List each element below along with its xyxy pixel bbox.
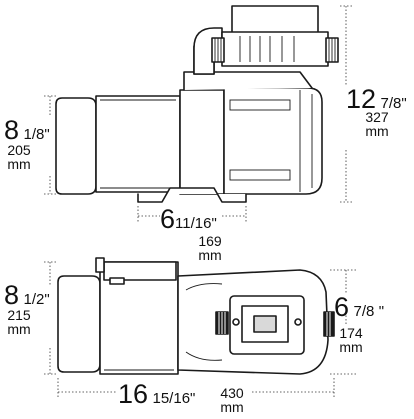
top-motor-end <box>57 275 101 373</box>
base-width-mm-unit: mm <box>198 247 222 263</box>
side-view-pump <box>55 5 339 203</box>
base-width-metric: 169 mm <box>190 234 230 262</box>
overall-height-inch-mark: " <box>401 95 407 112</box>
controller-body <box>221 31 329 67</box>
left-width-fraction: 1/2 <box>23 291 45 308</box>
controller-box <box>231 5 319 37</box>
pump-housing <box>223 87 323 195</box>
motor-height-inch-mark: " <box>44 126 50 143</box>
motor-height-whole: 8 <box>4 115 20 145</box>
left-width-mm-value: 215 <box>7 307 31 323</box>
base-width-fraction: 11/16 <box>175 215 212 232</box>
motor-height-fraction: 1/8 <box>23 126 45 143</box>
overall-length-inch-mark: " <box>190 390 196 407</box>
right-width-mm-unit: mm <box>339 339 363 355</box>
overall-height-metric: 327 mm <box>360 110 394 138</box>
right-width-inch-mark: " <box>378 303 385 320</box>
left-width-mm-unit: mm <box>7 321 31 337</box>
top-view-dimension-lines <box>44 261 358 398</box>
overall-length-mm-unit: mm <box>220 399 244 415</box>
motor-end-cap <box>55 97 97 195</box>
overall-length-metric: 430 mm <box>212 386 252 414</box>
overall-height-mm-unit: mm <box>365 123 389 139</box>
left-width-imperial: 8 1/2" <box>4 282 50 309</box>
side-view-dimension-lines <box>44 5 352 222</box>
motor-height-imperial: 8 1/8" <box>4 117 50 144</box>
motor-height-mm-value: 205 <box>7 142 31 158</box>
left-width-whole: 8 <box>4 280 20 310</box>
housing-top <box>183 71 313 91</box>
base-width-inch-mark: " <box>211 215 217 232</box>
motor-bracket <box>179 89 225 195</box>
overall-height-whole: 12 <box>346 84 377 114</box>
capacitor <box>95 257 105 273</box>
left-width-inch-mark: " <box>44 291 50 308</box>
base-width-mm-value: 169 <box>198 233 222 249</box>
overall-length-fraction: 15/16 <box>152 390 191 407</box>
right-width-fraction: 7/8 <box>353 303 375 320</box>
base-width-imperial: 611/16" <box>160 206 217 233</box>
left-width-metric: 215 mm <box>2 308 36 336</box>
motor-height-metric: 205 mm <box>2 143 36 171</box>
overall-height-fraction: 7/8 <box>380 95 402 112</box>
right-width-mm-value: 174 <box>339 325 363 341</box>
motor-height-mm-unit: mm <box>7 156 31 172</box>
top-fitting-right <box>323 311 335 337</box>
pump-base <box>137 187 247 203</box>
right-width-whole: 6 <box>334 292 350 322</box>
overall-length-whole: 16 <box>118 379 149 409</box>
motor-body <box>95 95 181 193</box>
overall-height-mm-value: 327 <box>365 109 389 125</box>
right-width-metric: 174 mm <box>334 326 368 354</box>
overall-length-mm-value: 430 <box>220 385 244 401</box>
base-width-whole: 6 <box>160 204 176 234</box>
overall-height-imperial: 12 7/8" <box>346 86 407 113</box>
right-width-imperial: 6 7/8 " <box>334 294 384 321</box>
overall-length-imperial: 16 15/16" <box>118 381 195 408</box>
top-view-pump <box>57 257 335 375</box>
